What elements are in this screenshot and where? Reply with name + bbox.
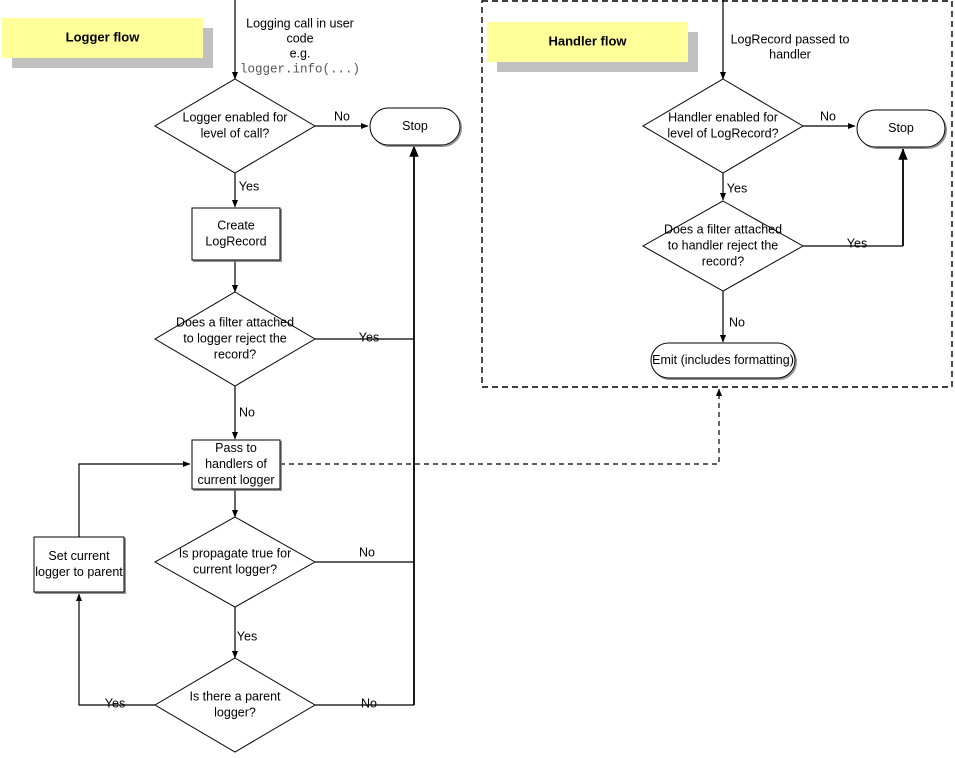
node-label-handler-enabled: Handler enabled for bbox=[668, 110, 778, 124]
node-handler-filter[interactable]: Does a filter attached to handler reject … bbox=[641, 200, 805, 292]
node-logger-enabled[interactable]: Logger enabled for level of call? bbox=[154, 78, 316, 174]
node-label-handler-stop: Stop bbox=[888, 121, 914, 135]
edge-label-handler-enabled-yes: Yes bbox=[727, 181, 747, 195]
node-label-logger-filter: record? bbox=[214, 347, 256, 361]
node-label-logger-enabled: level of call? bbox=[201, 126, 270, 140]
terminator-shape-emit bbox=[650, 342, 796, 379]
edge-label-logger-enabled-yes: Yes bbox=[239, 179, 259, 193]
annotation-line-logger-entry-text: code bbox=[286, 31, 313, 45]
node-label-has-parent: logger? bbox=[214, 705, 256, 719]
node-label-handler-filter: to handler reject the bbox=[668, 238, 779, 252]
decision-shape-handler-enabled bbox=[642, 78, 804, 174]
process-shape-create-logrecord bbox=[191, 207, 281, 261]
edge-label-handler-filter-yes: Yes bbox=[847, 236, 867, 250]
node-label-has-parent: Is there a parent bbox=[189, 689, 281, 703]
node-set-parent[interactable]: Set current logger to parent bbox=[33, 536, 125, 593]
node-label-logger-filter: Does a filter attached bbox=[176, 315, 294, 329]
node-label-create-logrecord: Create bbox=[217, 218, 255, 232]
process-shape-set-parent bbox=[33, 536, 125, 593]
node-logger-stop[interactable]: Stop bbox=[369, 107, 461, 146]
node-handler-enabled[interactable]: Handler enabled for level of LogRecord? bbox=[642, 78, 804, 174]
node-label-pass-to-handlers: Pass to bbox=[215, 441, 257, 455]
flow-label-boxes-layer: Logger flow Handler flow bbox=[2, 18, 698, 72]
node-label-pass-to-handlers: current logger bbox=[197, 473, 274, 487]
edge-label-handler-enabled-no: No bbox=[820, 109, 836, 123]
flow-label-box-handler-flow bbox=[487, 22, 688, 62]
node-emit[interactable]: Emit (includes formatting) bbox=[650, 342, 796, 379]
node-is-propagate[interactable]: Is propagate true for current logger? bbox=[153, 516, 317, 608]
node-label-create-logrecord: LogRecord bbox=[205, 234, 266, 248]
edge-label-logger-filter-yes: Yes bbox=[359, 330, 379, 344]
edge-label-logger-filter-no: No bbox=[239, 405, 255, 419]
annotation-line-handler-entry-text: handler bbox=[769, 47, 811, 61]
node-logger-filter[interactable]: Does a filter attached to logger reject t… bbox=[154, 291, 316, 387]
flow-label-box-logger-flow bbox=[2, 18, 203, 58]
node-label-handler-filter: Does a filter attached bbox=[664, 222, 782, 236]
annotation-line-logger-entry-text: e.g. bbox=[290, 46, 311, 60]
annotation-line-handler-entry-text: LogRecord passed to bbox=[731, 32, 850, 46]
flow-label-text-handler-flow: Handler flow bbox=[548, 33, 627, 48]
node-label-set-parent: logger to parent bbox=[35, 565, 123, 579]
terminator-shape-handler-stop bbox=[856, 109, 946, 148]
edge-label-propagate-no: No bbox=[359, 545, 375, 559]
edge-has-parent-yes bbox=[75, 593, 155, 706]
decision-shape-handler-filter bbox=[641, 200, 805, 292]
node-label-is-propagate: current logger? bbox=[193, 562, 277, 576]
edge-label-handler-filter-no: No bbox=[729, 315, 745, 329]
node-handler-stop[interactable]: Stop bbox=[856, 109, 946, 148]
flow-label-text-logger-flow: Logger flow bbox=[66, 29, 141, 44]
node-label-logger-enabled: Logger enabled for bbox=[183, 110, 288, 124]
edge-label-logger-enabled-no: No bbox=[334, 109, 350, 123]
decision-shape-has-parent bbox=[154, 657, 316, 753]
node-label-logger-stop: Stop bbox=[402, 119, 428, 133]
terminator-shape-logger-stop bbox=[369, 107, 461, 146]
node-label-emit: Emit (includes formatting) bbox=[652, 353, 794, 367]
annotation-code-logger-entry-text: logger.info(...) bbox=[240, 62, 360, 76]
node-label-set-parent: Set current bbox=[48, 549, 110, 563]
edge-pass-to-handler-flow bbox=[280, 388, 723, 465]
node-label-logger-filter: to logger reject the bbox=[183, 331, 287, 345]
node-label-handler-filter: record? bbox=[702, 254, 744, 268]
node-has-parent[interactable]: Is there a parent logger? bbox=[154, 657, 316, 753]
edge-label-propagate-yes: Yes bbox=[237, 629, 257, 643]
node-label-is-propagate: Is propagate true for bbox=[179, 546, 292, 560]
node-label-handler-enabled: level of LogRecord? bbox=[667, 126, 778, 140]
process-shape-pass-to-handlers bbox=[191, 439, 281, 490]
node-label-pass-to-handlers: handlers of bbox=[205, 457, 267, 471]
edge-set-parent-to-pass bbox=[78, 460, 191, 537]
group-border-handler-flow bbox=[481, 0, 953, 388]
node-pass-to-handlers[interactable]: Pass to handlers of current logger bbox=[191, 439, 281, 490]
edge-label-has-parent-yes: Yes bbox=[105, 696, 125, 710]
decision-shape-is-propagate bbox=[153, 516, 317, 608]
decision-shape-logger-enabled bbox=[154, 78, 316, 174]
edge-label-has-parent-no: No bbox=[361, 696, 377, 710]
annotation-line-logger-entry-text: Logging call in user bbox=[246, 16, 354, 30]
group-borders-layer bbox=[481, 0, 953, 388]
decision-shape-logger-filter bbox=[154, 291, 316, 387]
